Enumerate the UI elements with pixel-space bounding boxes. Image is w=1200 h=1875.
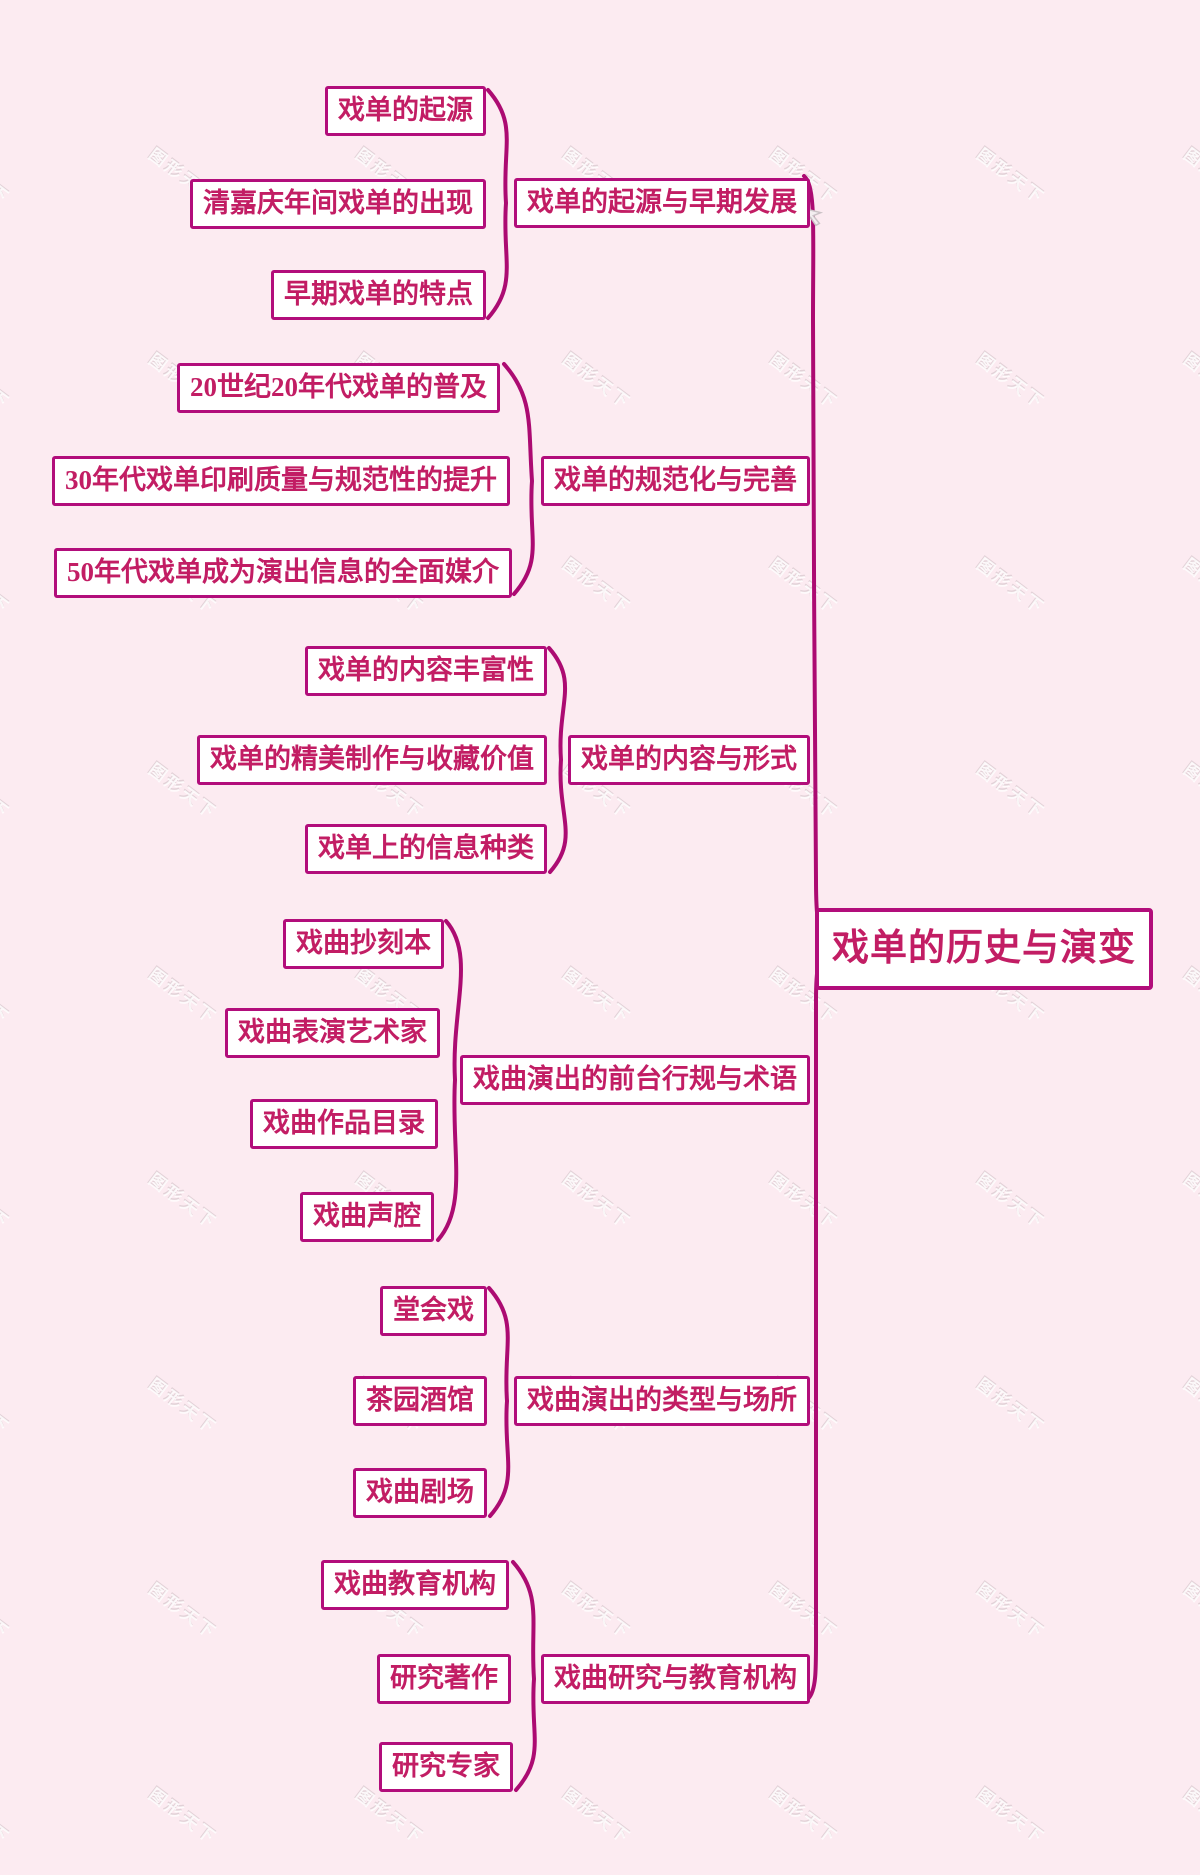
subtopic-5-3[interactable]: 戏曲剧场 (353, 1468, 487, 1518)
subtopic-4-2[interactable]: 戏曲表演艺术家 (225, 1008, 440, 1058)
subtopic-6-1[interactable]: 戏曲教育机构 (321, 1560, 509, 1610)
subtopic-6-2[interactable]: 研究著作 (377, 1654, 511, 1704)
trunk-line-upper (802, 174, 828, 943)
subtopic-2-2[interactable]: 30年代戏单印刷质量与规范性的提升 (52, 456, 510, 506)
root-topic[interactable]: 戏单的历史与演变 (815, 908, 1153, 990)
subtopic-1-2[interactable]: 清嘉庆年间戏单的出现 (190, 179, 486, 229)
branch-topic-3[interactable]: 戏单的内容与形式 (568, 735, 810, 785)
branch-topic-2[interactable]: 戏单的规范化与完善 (541, 456, 810, 506)
brace-branch-3 (547, 646, 568, 874)
brace-branch-2 (502, 362, 535, 596)
branch-topic-6[interactable]: 戏曲研究与教育机构 (541, 1654, 810, 1704)
subtopic-3-3[interactable]: 戏单上的信息种类 (305, 824, 547, 874)
subtopic-1-3[interactable]: 早期戏单的特点 (271, 270, 486, 320)
brace-branch-5 (487, 1286, 511, 1518)
branch-topic-4[interactable]: 戏曲演出的前台行规与术语 (460, 1055, 810, 1105)
branch-topic-1[interactable]: 戏单的起源与早期发展 (514, 178, 810, 228)
subtopic-4-4[interactable]: 戏曲声腔 (300, 1192, 434, 1242)
trunk-line-lower (806, 947, 828, 1701)
subtopic-4-3[interactable]: 戏曲作品目录 (250, 1099, 438, 1149)
subtopic-5-2[interactable]: 茶园酒馆 (353, 1376, 487, 1426)
brace-branch-6 (511, 1560, 537, 1792)
subtopic-1-1[interactable]: 戏单的起源 (325, 86, 486, 136)
brace-branch-4 (436, 919, 463, 1242)
subtopic-4-1[interactable]: 戏曲抄刻本 (283, 919, 444, 969)
subtopic-5-1[interactable]: 堂会戏 (380, 1286, 487, 1336)
subtopic-2-3[interactable]: 50年代戏单成为演出信息的全面媒介 (54, 548, 512, 598)
brace-branch-1 (486, 88, 509, 320)
subtopic-2-1[interactable]: 20世纪20年代戏单的普及 (177, 363, 500, 413)
subtopic-3-1[interactable]: 戏单的内容丰富性 (305, 646, 547, 696)
branch-topic-5[interactable]: 戏曲演出的类型与场所 (514, 1376, 810, 1426)
subtopic-3-2[interactable]: 戏单的精美制作与收藏价值 (197, 735, 547, 785)
subtopic-6-3[interactable]: 研究专家 (379, 1742, 513, 1792)
